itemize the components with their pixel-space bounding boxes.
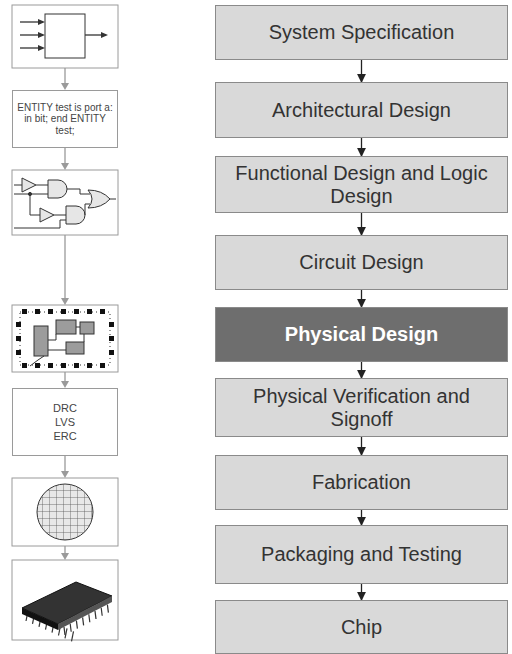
step-label: Physical Verification and Signoff (224, 385, 499, 431)
step-label: Physical Design (285, 323, 438, 346)
step-label: Functional Design and Logic Design (224, 162, 499, 208)
flow-arrow (361, 362, 362, 378)
step-label: Chip (341, 616, 382, 639)
process-box: Fabrication (215, 455, 508, 510)
flow-arrow (361, 510, 362, 525)
vhdl-code-box: ENTITY test is port a: in bit; end ENTIT… (12, 90, 118, 148)
process-box: Physical Verification and Signoff (215, 378, 508, 437)
step-label: Fabrication (312, 471, 411, 494)
flow-arrow (361, 213, 362, 235)
process-box: Functional Design and Logic Design (215, 156, 508, 213)
flow-arrow (361, 584, 362, 600)
check-list: DRC LVS ERC (53, 401, 77, 444)
flow-arrow (361, 60, 362, 82)
highlighted-process-box: Physical Design (215, 307, 508, 362)
process-box: Architectural Design (215, 82, 508, 138)
process-box: Packaging and Testing (215, 525, 508, 584)
flow-arrow (361, 437, 362, 455)
step-label: Architectural Design (272, 99, 451, 122)
block-icon (12, 5, 118, 68)
flow-arrow (361, 138, 362, 156)
verification-checks-box: DRC LVS ERC (12, 388, 118, 456)
step-label: System Specification (269, 21, 455, 44)
step-label: Packaging and Testing (261, 543, 462, 566)
vhdl-code: ENTITY test is port a: in bit; end ENTIT… (17, 102, 113, 137)
flow-arrow (361, 290, 362, 307)
step-label: Circuit Design (299, 251, 423, 274)
process-box: Circuit Design (215, 235, 508, 290)
layout-icon (12, 305, 118, 372)
process-box: System Specification (215, 5, 508, 60)
packaged-chip-icon (12, 560, 118, 641)
logic-gates-icon (12, 170, 118, 235)
wafer-icon (12, 478, 118, 546)
process-box: Chip (215, 600, 508, 654)
